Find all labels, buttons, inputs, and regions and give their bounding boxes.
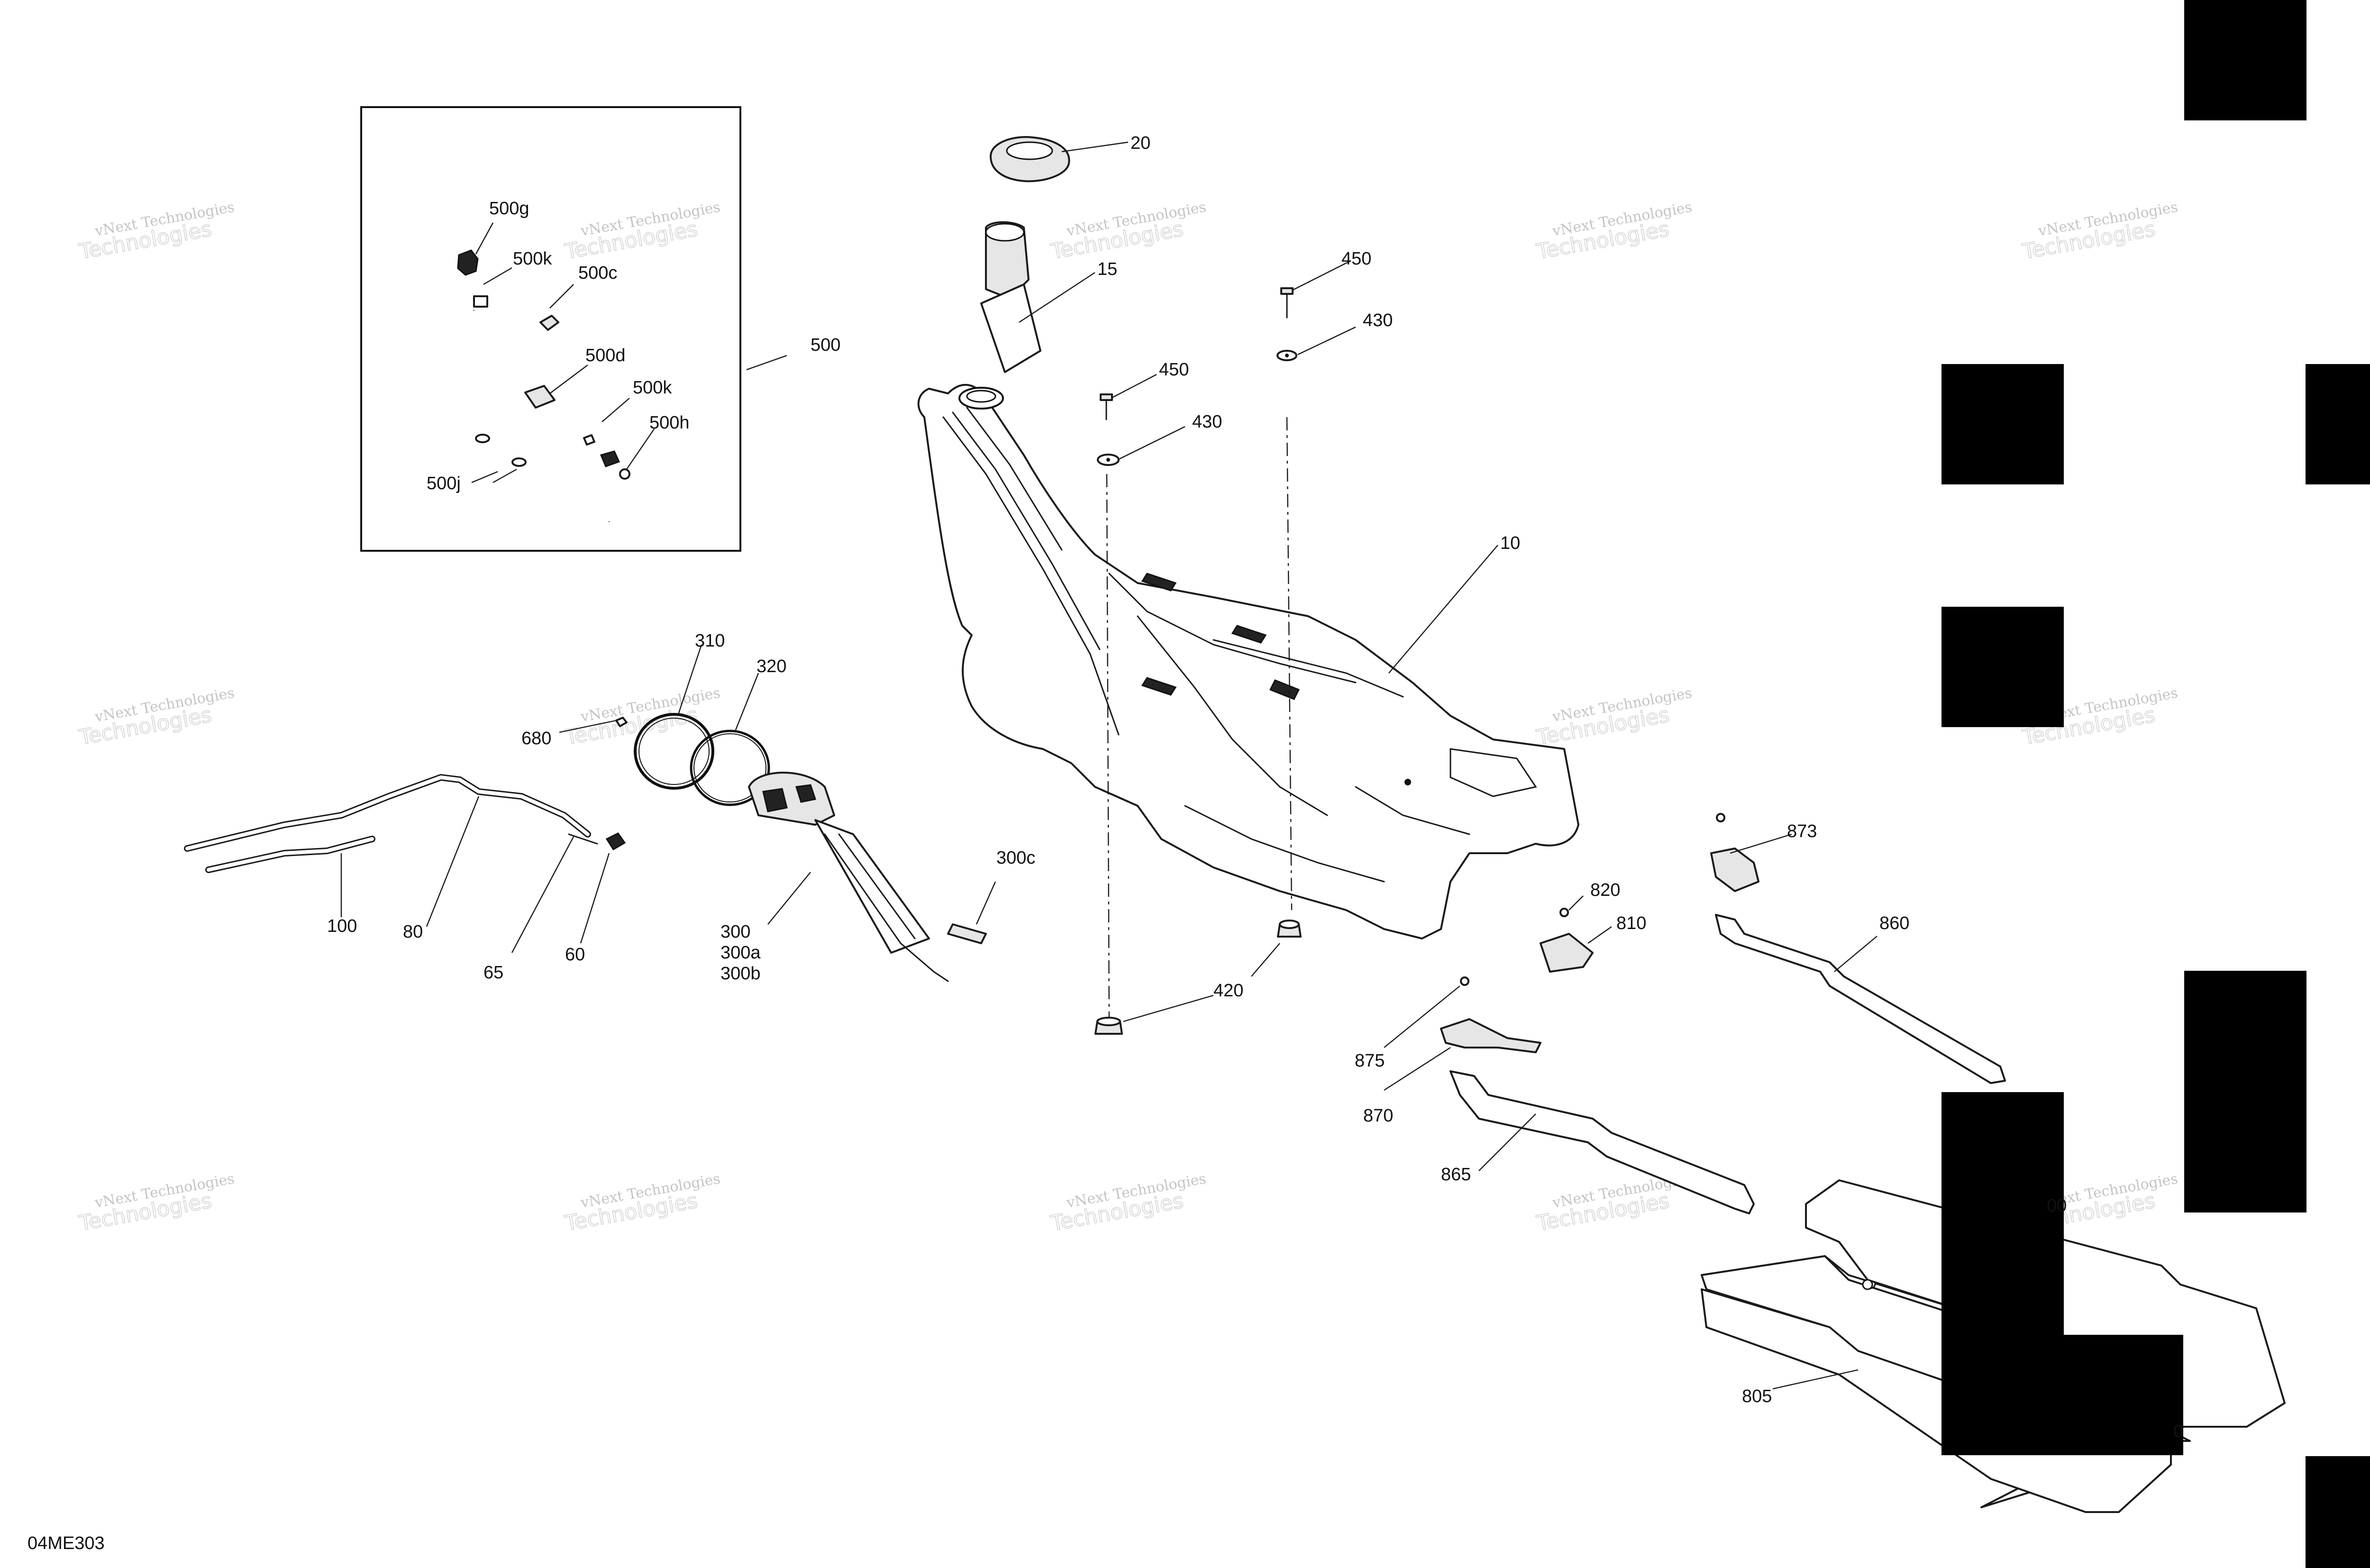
hose-sleeve — [539, 315, 559, 331]
callout-500k-top: 500k — [513, 249, 552, 269]
callout-810: 810 — [1616, 913, 1646, 933]
clamp-500j-a — [475, 434, 490, 443]
callout-420: 420 — [1213, 981, 1243, 1001]
callout-860: 860 — [1879, 913, 1909, 933]
callout-60: 60 — [565, 945, 585, 965]
callout-430-left: 430 — [1192, 412, 1222, 432]
callout-320: 320 — [757, 656, 786, 676]
diagram-code: 04ME303 — [27, 1533, 105, 1553]
strap-865 — [1449, 1070, 1755, 1214]
callout-20: 20 — [1130, 133, 1150, 153]
callout-500g: 500g — [489, 199, 529, 219]
callout-500c: 500c — [578, 263, 617, 283]
lock-ring-310 — [634, 713, 714, 790]
elbow-fitting — [457, 249, 479, 276]
callout-500: 500 — [811, 335, 840, 355]
bracket-810 — [1540, 933, 1594, 973]
strap-860 — [1715, 914, 2006, 1084]
redaction-blocks — [1942, 0, 2370, 1568]
check-valve — [524, 385, 556, 409]
callout-500k-bottom: 500k — [633, 378, 672, 398]
inset-500 — [360, 106, 787, 552]
callout-450-right: 450 — [1341, 249, 1371, 269]
callout-450-left: 450 — [1159, 360, 1189, 380]
callout-300: 300 — [720, 922, 750, 942]
filler-hose — [980, 283, 1041, 373]
callout-430-right: 430 — [1363, 310, 1393, 330]
callout-865: 865 — [1441, 1165, 1471, 1185]
callout-65: 65 — [483, 963, 503, 983]
callout-820: 820 — [1590, 880, 1620, 900]
callout-500j: 500j — [427, 474, 461, 493]
hose-clamp — [473, 295, 488, 308]
fitting — [619, 468, 630, 480]
clip-873 — [1710, 848, 1759, 892]
callout-300a: 300a — [720, 943, 761, 963]
callout-805-partial: 0 — [2173, 1422, 2183, 1441]
fuel-tank — [917, 384, 1579, 939]
callout-500h: 500h — [649, 413, 690, 433]
clamp-500j-b — [511, 457, 527, 467]
callout-870: 870 — [1363, 1106, 1393, 1126]
callout-300c: 300c — [996, 848, 1035, 868]
callout-805: 805 — [1742, 1386, 1772, 1406]
callout-labels: 20 15 450 430 450 430 10 420 500g 500k 5… — [27, 133, 2183, 1553]
callout-800-partial: 00 — [2047, 1196, 2067, 1216]
clip-870 — [1440, 1018, 1541, 1053]
quick-connector-60 — [605, 832, 626, 851]
callout-310: 310 — [695, 631, 725, 651]
callout-10: 10 — [1500, 533, 1520, 553]
callout-300b: 300b — [720, 964, 761, 984]
callout-680: 680 — [521, 729, 551, 748]
seal-320 — [690, 729, 770, 806]
hose-connector — [600, 450, 620, 467]
fuel-lines — [184, 774, 626, 953]
float-300c — [947, 923, 987, 944]
fuel-cap-assembly — [980, 136, 1129, 373]
callout-500d: 500d — [585, 346, 626, 365]
callout-80: 80 — [403, 922, 423, 942]
callout-100: 100 — [327, 916, 357, 936]
fuel-pump-assembly — [559, 644, 996, 982]
small-clamp — [583, 434, 595, 446]
callout-873: 873 — [1787, 821, 1817, 841]
callout-875: 875 — [1355, 1051, 1385, 1071]
callout-15: 15 — [1097, 259, 1117, 279]
tank-fasteners — [1094, 260, 1356, 1035]
